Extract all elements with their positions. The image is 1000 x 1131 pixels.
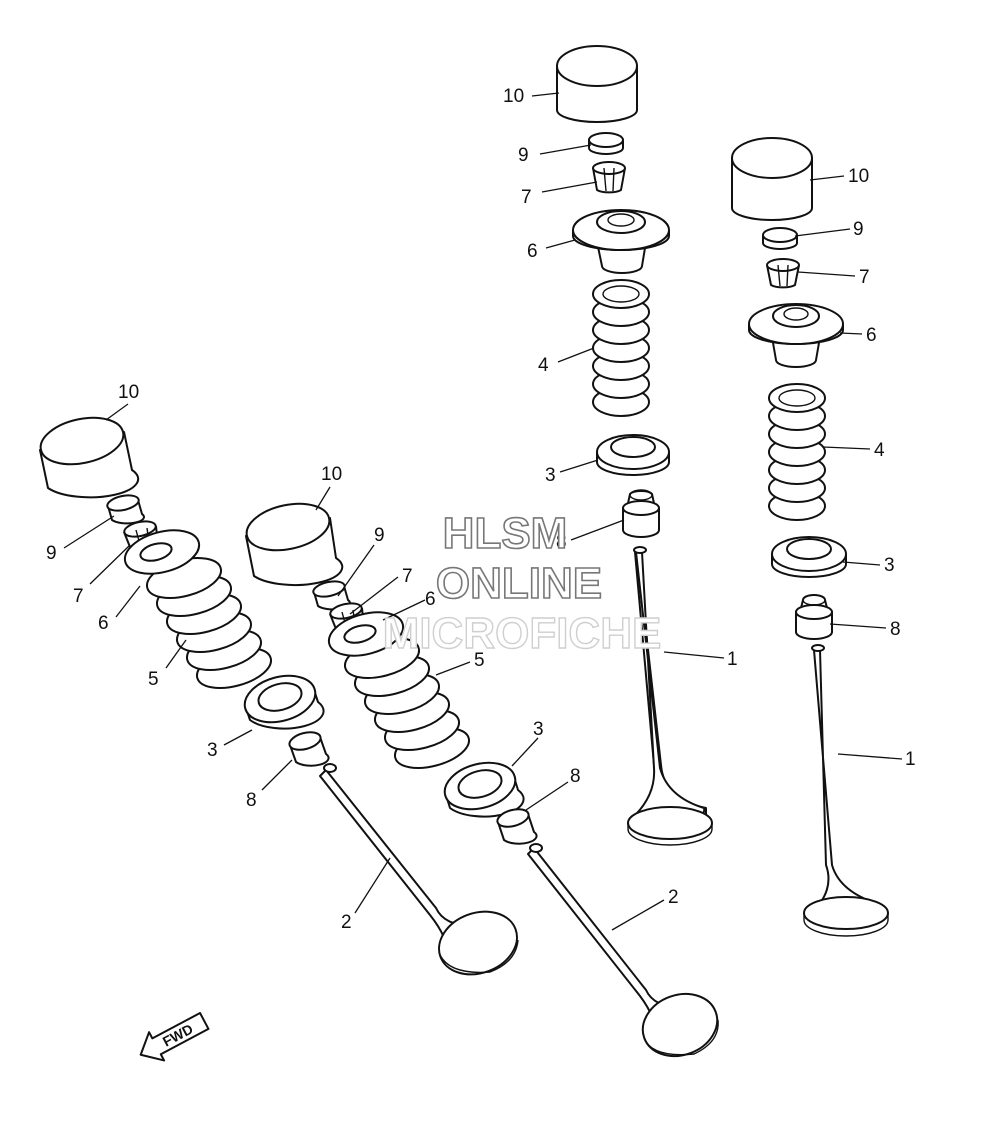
callout-spring-intake-b: 4 xyxy=(874,440,885,461)
callout-seat-c: 3 xyxy=(207,740,218,761)
callout-valve-intake-a: 1 xyxy=(727,649,738,670)
arrow-left-icon xyxy=(139,1012,210,1062)
callout-labels: 10 9 7 6 4 3 8 1 10 9 7 6 4 3 8 1 10 9 7… xyxy=(46,86,916,933)
valve-cotter-b xyxy=(766,258,800,289)
valve-spring-exhaust-b xyxy=(344,637,470,769)
valve-lifter-c xyxy=(39,416,140,499)
callout-seal-c: 8 xyxy=(246,790,257,811)
callout-retainer-a: 6 xyxy=(527,241,538,262)
stem-seal-d xyxy=(496,808,538,845)
callout-seat-a: 3 xyxy=(545,465,556,486)
callout-retainer-c: 6 xyxy=(98,613,109,634)
valve-lifter-a xyxy=(556,45,638,123)
watermark-line-1: HLSM xyxy=(443,509,568,558)
valve-lifter-d xyxy=(245,502,344,587)
callout-lifter-d: 10 xyxy=(321,464,342,485)
exhaust-valve-b xyxy=(527,843,719,1058)
valve-retainer-b xyxy=(748,303,844,368)
callout-pad-c: 9 xyxy=(46,543,57,564)
exhaust-assembly-b xyxy=(245,502,719,1058)
adjusting-pad-a xyxy=(588,132,624,155)
callout-seal-a: 8 xyxy=(556,532,567,553)
callout-cotter-a: 7 xyxy=(521,187,532,208)
callout-spring-intake-a: 4 xyxy=(538,355,549,376)
callout-seat-b: 3 xyxy=(884,555,895,576)
stem-seal-c xyxy=(288,731,330,767)
intake-assembly-a xyxy=(556,45,713,846)
callout-valve-intake-b: 1 xyxy=(905,749,916,770)
callout-seat-d: 3 xyxy=(533,719,544,740)
callout-lifter-b: 10 xyxy=(848,166,869,187)
callout-valve-exhaust-b: 2 xyxy=(668,887,679,908)
callout-seal-b: 8 xyxy=(890,619,901,640)
forward-direction-arrow: FWD xyxy=(139,1012,210,1062)
intake-assembly-b xyxy=(731,137,889,937)
callout-spring-exhaust-b: 5 xyxy=(474,650,485,671)
stem-seal-a xyxy=(622,489,660,538)
spring-seat-b xyxy=(771,536,847,578)
callout-pad-b: 9 xyxy=(853,219,864,240)
adjusting-pad-b xyxy=(762,227,798,250)
spring-seat-d xyxy=(443,761,525,818)
valve-retainer-c xyxy=(123,529,201,575)
callout-lifter-c: 10 xyxy=(118,382,139,403)
callout-cotter-b: 7 xyxy=(859,267,870,288)
callout-cotter-d: 7 xyxy=(402,566,413,587)
exhaust-assembly-a xyxy=(39,416,519,976)
callout-pad-a: 9 xyxy=(518,145,529,166)
valve-spring-intake-a xyxy=(592,279,650,417)
callout-pad-d: 9 xyxy=(374,525,385,546)
valve-cotter-a xyxy=(592,161,626,194)
callout-cotter-c: 7 xyxy=(73,586,84,607)
callout-lifter-a: 10 xyxy=(503,86,524,107)
valve-retainer-a xyxy=(572,209,670,274)
callout-retainer-b: 6 xyxy=(866,325,877,346)
callout-retainer-d: 6 xyxy=(425,589,436,610)
exhaust-valve-a xyxy=(319,763,519,976)
intake-valve-a xyxy=(627,546,713,846)
watermark-line-3: MICROFICHE xyxy=(383,609,662,658)
valve-spring-intake-b xyxy=(768,383,826,521)
intake-valve-b xyxy=(803,644,889,937)
stem-seal-b xyxy=(795,594,833,640)
callout-valve-exhaust-a: 2 xyxy=(341,912,352,933)
valve-retainer-d xyxy=(327,611,405,657)
watermark-line-2: ONLINE xyxy=(436,559,602,608)
watermark: HLSM ONLINE MICROFICHE xyxy=(382,508,662,659)
callout-spring-exhaust-a: 5 xyxy=(148,669,159,690)
valve-lifter-b xyxy=(731,137,813,221)
valve-spring-exhaust-a xyxy=(146,557,272,689)
leader-lines xyxy=(63,92,903,931)
spring-seat-c xyxy=(243,674,325,730)
adjusting-pad-c xyxy=(106,494,145,525)
spring-seat-a xyxy=(596,434,670,476)
callout-seal-d: 8 xyxy=(570,766,581,787)
